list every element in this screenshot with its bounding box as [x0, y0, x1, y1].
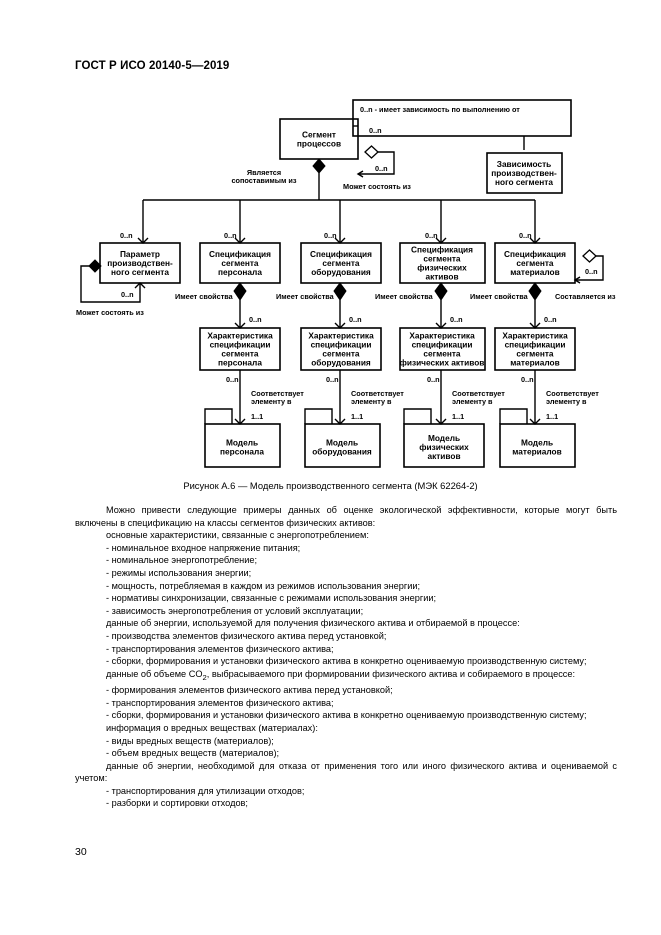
group-title: данные об объеме CO2, выбрасываемого при… — [75, 668, 617, 684]
list-item: - виды вредных веществ (материалов); — [106, 735, 274, 746]
multiplicity-label: 0..n — [521, 375, 534, 384]
group-title: основные характеристики, связанные с эне… — [106, 530, 369, 541]
list-item: - номинальное энергопотребление; — [106, 555, 258, 566]
group-title: данные об энергии, необходимой для отказ… — [75, 760, 617, 784]
figure-caption: Рисунок А.6 — Модель производственного с… — [183, 480, 478, 491]
multiplicity-label: 1..1 — [351, 412, 363, 421]
multiplicity-label: 0..n — [585, 267, 598, 276]
multiplicity-label: 0..n — [349, 315, 362, 324]
multiplicity-label: 1..1 — [251, 412, 263, 421]
co2-title-a: данные об объеме CO — [106, 668, 203, 679]
multiplicity-label: 0..n — [450, 315, 463, 324]
multiplicity-label: 0..n — [425, 231, 438, 240]
paragraph: Можно привести следующие примеры данных … — [75, 505, 617, 528]
multiplicity-label: 0..n — [120, 231, 133, 240]
multiplicity-label: 0..n — [369, 126, 382, 135]
multiplicity-label: 0..n — [226, 375, 239, 384]
body-text: Можно привести следующие примеры данных … — [75, 504, 617, 810]
list-item: - формирования элементов физического акт… — [106, 685, 393, 696]
multiplicity-label: 0..n — [375, 164, 388, 173]
multiplicity-label: 0..n — [224, 231, 237, 240]
dependency-label: 0..n - имеет зависимость по выполнению о… — [360, 105, 520, 114]
document-header: ГОСТ Р ИСО 20140-5—2019 — [75, 60, 230, 72]
has-properties-label: Имеет свойства — [375, 292, 434, 301]
has-properties-label: Имеет свойства — [276, 292, 335, 301]
multiplicity-label: 1..1 — [546, 412, 558, 421]
multiplicity-label: 0..n — [249, 315, 262, 324]
assembled-label: Составляется из — [555, 292, 616, 301]
list-item: - сборки, формирования и установки физич… — [106, 656, 587, 667]
page-number: 30 — [75, 846, 87, 858]
list-item: - зависимость энергопотребления от услов… — [106, 605, 364, 616]
multiplicity-label: 0..n — [326, 375, 339, 384]
list-item: - мощность, потребляемая в каждом из реж… — [106, 580, 421, 591]
multiplicity-label: 0..n — [427, 375, 440, 384]
list-item: - разборки и сортировки отходов; — [106, 798, 248, 809]
multiplicity-label: 1..1 — [452, 412, 464, 421]
may-consist-label: Может состоять из — [76, 308, 144, 317]
has-properties-label: Имеет свойства — [470, 292, 529, 301]
list-item: - транспортирования элементов физическог… — [106, 643, 334, 654]
co2-subscript: 2 — [202, 672, 207, 682]
has-properties-label: Имеет свойства — [175, 292, 234, 301]
list-item: - объем вредных веществ (материалов); — [106, 748, 280, 759]
multiplicity-label: 0..n — [544, 315, 557, 324]
group-title: данные об энергии, используемой для полу… — [106, 618, 520, 629]
list-item: - производства элементов физического акт… — [106, 630, 387, 641]
list-item: - нормативы синхронизации, связанные с р… — [106, 593, 437, 604]
may-consist-label: Может состоять из — [343, 182, 411, 191]
list-item: - транспортирования для утилизации отход… — [106, 785, 305, 796]
multiplicity-label: 0..n — [121, 290, 134, 299]
list-item: - режимы использования энергии; — [106, 567, 252, 578]
list-item: - номинальное входное напряжение питания… — [106, 542, 301, 553]
group-title: информация о вредных веществах (материал… — [106, 722, 318, 733]
co2-title-b: , выбрасываемого при формировании физиче… — [206, 668, 576, 679]
multiplicity-label: 0..n — [324, 231, 337, 240]
multiplicity-label: 0..n — [519, 231, 532, 240]
list-item: - транспортирования элементов физическог… — [106, 697, 334, 708]
list-item: - сборки, формирования и установки физич… — [106, 710, 587, 721]
